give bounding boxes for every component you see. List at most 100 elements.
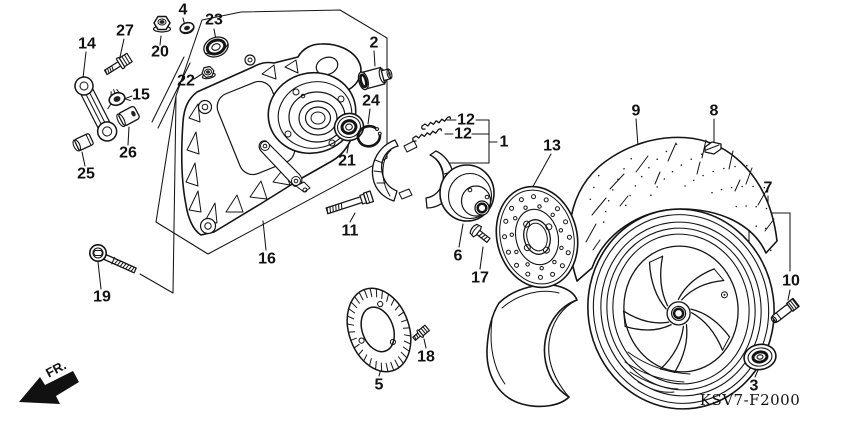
bolt-head [89, 244, 108, 263]
tire-stipple-dot [612, 189, 614, 191]
tire-stipple-dot [690, 158, 692, 160]
axle-11-part [325, 190, 375, 215]
bushing-rubber-ring [359, 73, 368, 89]
callout-27: 27 [116, 23, 134, 40]
leader-line [262, 220, 267, 251]
wheel-spoke [622, 310, 670, 324]
drum-spline-bore [476, 202, 488, 214]
clip-slot [113, 96, 121, 102]
disc-hole [525, 262, 530, 267]
tire-stipple-dot [741, 185, 743, 188]
wheel-rim-ring [592, 214, 770, 404]
disc-hole [503, 218, 509, 224]
brake-arm-fork-hole [302, 187, 308, 193]
shoe-web-tab [403, 140, 418, 153]
leader-line [119, 38, 125, 58]
callout-18: 18 [417, 349, 435, 366]
clip-15-part [107, 89, 131, 110]
pulse-tick [403, 340, 411, 345]
callout-2: 2 [370, 35, 379, 52]
callout-16: 16 [258, 251, 276, 268]
tire-stipple-dot [712, 170, 714, 173]
disc-hole [552, 259, 557, 265]
wheel-spoke [677, 268, 715, 301]
bearing-21-part [333, 112, 365, 142]
pulse-tick [401, 319, 408, 323]
swingarm-eyelet-hole [204, 222, 212, 230]
callout-17: 17 [471, 270, 489, 287]
disc-hole [543, 197, 549, 203]
pulse-tick [386, 294, 389, 302]
wheel-spoke [624, 324, 672, 331]
pulse-tick [400, 351, 407, 358]
hub-boss-step [277, 81, 353, 149]
tire-section-lip [501, 290, 560, 309]
nut-bore [159, 20, 165, 24]
pulse-tick [394, 359, 399, 368]
wheel-spoke [681, 279, 725, 301]
wheel-spoke [659, 325, 685, 370]
disc-hole [554, 206, 560, 212]
disc-hole [525, 271, 531, 277]
disc-hole [566, 234, 572, 240]
snap-ring-hook [377, 131, 382, 136]
pulse-tick [398, 311, 404, 317]
tire-stipple-dot [604, 210, 607, 213]
tire-stipple-dot [629, 194, 631, 197]
leader-line [787, 289, 791, 301]
valve-hole-dot [723, 293, 726, 296]
tire-stipple-dot [745, 205, 747, 207]
wheel-hub-ring [670, 305, 687, 321]
pulse-ring-hole [360, 306, 396, 353]
tire-stipple-dot [650, 194, 652, 196]
tire-section-inner-edge [548, 299, 578, 398]
leader-line [635, 118, 639, 147]
swingarm-lobe-hole [315, 56, 339, 76]
tire-stipple-dot [656, 186, 658, 188]
disc-hole [537, 274, 543, 280]
disc-hole [531, 194, 537, 200]
pulse-tick [354, 343, 360, 349]
leader-line [82, 51, 87, 79]
disc-hole [514, 262, 520, 268]
valve-stem-part [770, 297, 800, 324]
wheel-spoke-end [713, 268, 725, 281]
leader-line [97, 261, 102, 290]
shoe-spring [421, 116, 452, 130]
pulse-tick [348, 331, 356, 333]
wheel-rim-ring [606, 227, 756, 391]
tire-stipple-dot [702, 174, 704, 177]
leader-line [151, 56, 185, 123]
tire-stipple-dot [648, 166, 650, 169]
disc-hole [565, 250, 571, 256]
nut-bore [206, 70, 210, 74]
collar-end [72, 139, 82, 152]
tire-stipple-dot [730, 186, 733, 189]
snap-ring-hook [375, 127, 379, 131]
tire-stipple-dot [593, 186, 595, 189]
callout-5: 5 [375, 377, 384, 394]
tire-stipple-dot [597, 174, 600, 177]
swingarm-eyelet-hole [247, 57, 253, 63]
disc-center-hole [523, 219, 551, 255]
bolt-27-part [103, 52, 133, 76]
pulse-tick [402, 327, 410, 329]
callout-3: 3 [750, 378, 759, 395]
pulse-tick [347, 323, 355, 326]
tire-stipple-dot [617, 178, 619, 181]
callout-4: 4 [179, 2, 188, 19]
tire-stipple-dot [755, 205, 757, 208]
pulse-tick [359, 292, 364, 301]
pulse-tick [351, 302, 358, 309]
link-eye-hole [79, 81, 89, 91]
bolt-head [118, 52, 133, 68]
callout-1: 1 [500, 134, 509, 151]
leader-line [127, 126, 130, 146]
bushing-slot [131, 110, 136, 117]
hub-bore-ring [298, 100, 338, 136]
tire-stipple-dot [735, 205, 738, 208]
tire-tread-marks [585, 139, 775, 251]
wheel-spoke [690, 308, 731, 338]
tire-stipple-dot [623, 168, 625, 170]
torque-link-part [74, 76, 118, 142]
